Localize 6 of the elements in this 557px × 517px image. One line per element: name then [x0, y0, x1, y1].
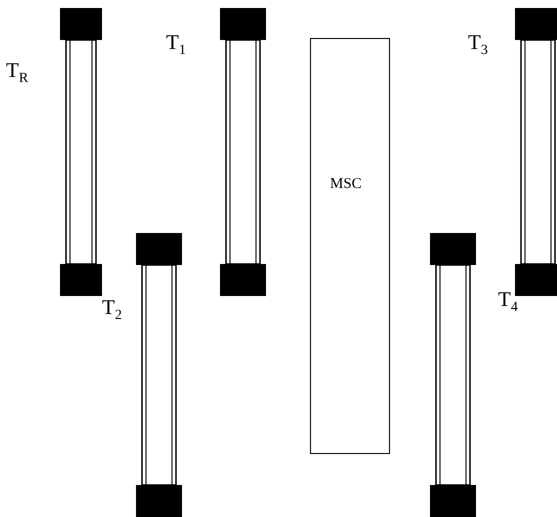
box-label: MSC: [330, 176, 362, 193]
tube-label: T$_{3}$: [468, 30, 488, 60]
tube-label: T$_{2}$: [102, 295, 122, 326]
tube-label: T$_{1}$: [166, 30, 186, 60]
tube-label: T$_{4}$: [498, 287, 518, 318]
tube-label: T$_{R}$: [6, 58, 28, 88]
